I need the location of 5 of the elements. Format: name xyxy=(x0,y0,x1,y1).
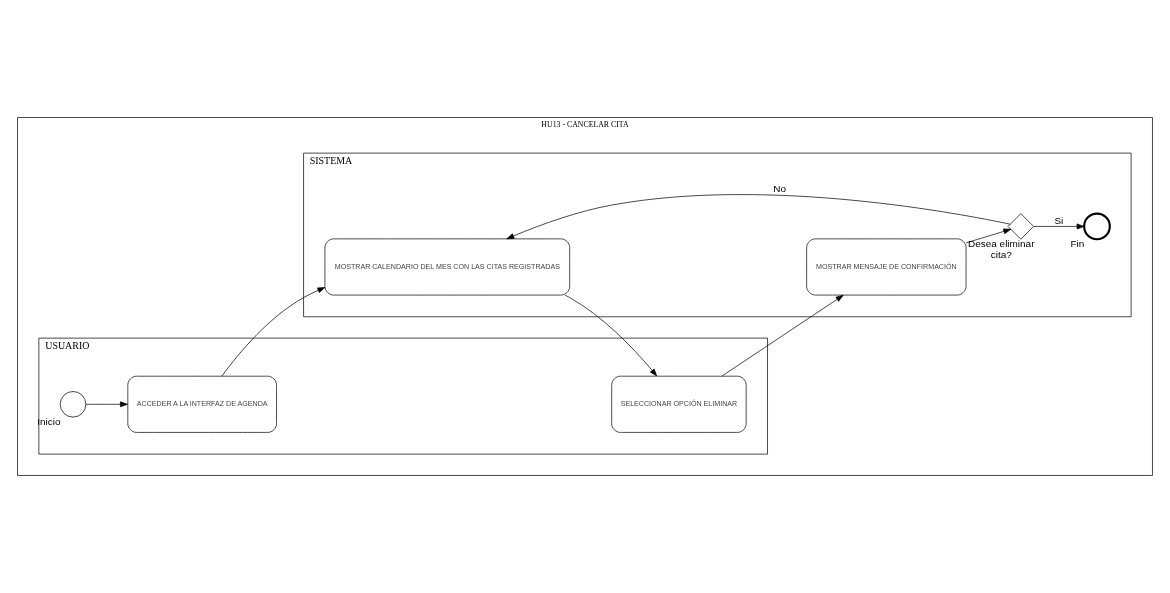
node-label: Desea eliminar cita? xyxy=(968,238,1035,260)
node-label: Fin xyxy=(1070,238,1085,250)
edge-label: Si xyxy=(1054,214,1064,226)
edge-label: No xyxy=(773,183,786,195)
node-label: Inicio xyxy=(37,416,61,428)
